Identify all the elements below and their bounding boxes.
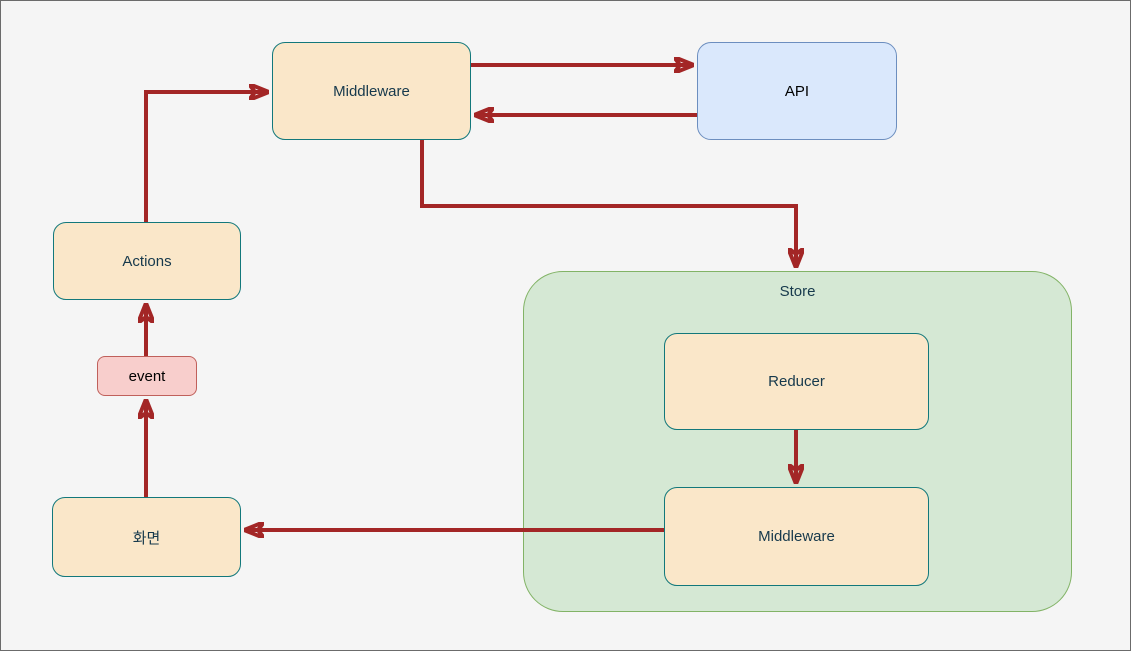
node-middleware-label: Middleware: [333, 82, 410, 100]
node-middleware: Middleware: [272, 42, 471, 140]
node-reducer: Reducer: [664, 333, 929, 430]
node-store-middleware-label: Middleware: [758, 528, 835, 545]
node-screen: 화면: [52, 497, 241, 577]
node-reducer-label: Reducer: [768, 373, 825, 390]
node-store-middleware: Middleware: [664, 487, 929, 586]
node-api-label: API: [784, 82, 810, 100]
arrow-actions-to-middleware: [144, 92, 268, 222]
arrow-middleware-to-store: [420, 140, 796, 267]
node-event: event: [97, 356, 197, 396]
node-screen-label: 화면: [132, 529, 161, 547]
node-actions-label: Actions: [122, 252, 172, 270]
node-actions: Actions: [53, 222, 241, 300]
node-event-label: event: [128, 367, 166, 385]
store-label: Store: [779, 283, 816, 300]
node-api: API: [697, 42, 897, 140]
